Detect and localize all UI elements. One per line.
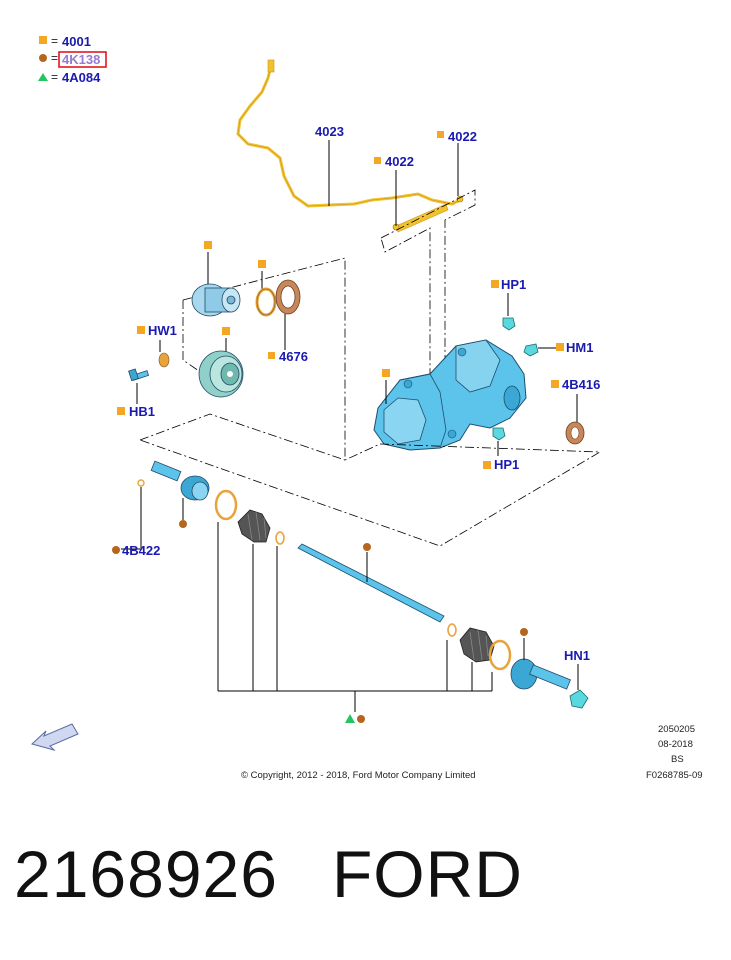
- square-marker: [382, 369, 390, 377]
- legend-code-4001: 4001: [62, 34, 91, 49]
- legend-eq: =: [51, 70, 58, 84]
- legend-eq: =: [51, 34, 58, 48]
- frame-left: [182, 257, 381, 461]
- direction-arrow-icon: [31, 723, 79, 751]
- square-marker: [551, 380, 559, 388]
- small-clamp: [275, 531, 285, 545]
- wiring-harness: [236, 59, 464, 233]
- small-clamp-2: [447, 623, 457, 637]
- square-marker: [268, 352, 275, 359]
- square-marker: [437, 131, 444, 138]
- circle-marker: [179, 520, 187, 528]
- differential-housing: [373, 339, 527, 451]
- square-marker: [258, 260, 266, 268]
- outer-boot: [459, 627, 495, 663]
- circle-marker: [112, 546, 120, 554]
- footer-code: 2050205: [658, 724, 695, 735]
- inner-boot: [237, 509, 271, 543]
- seal-4676: [275, 279, 301, 315]
- circle-marker: [520, 628, 528, 636]
- label-hp1-bottom: HP1: [494, 457, 519, 472]
- caption: 2168926 FORD: [14, 836, 523, 912]
- boot-clamp-2: [488, 639, 512, 671]
- label-4023: 4023: [315, 124, 344, 139]
- footer-region: BS: [671, 754, 684, 765]
- plug-hm1: [523, 343, 539, 357]
- square-marker: [483, 461, 491, 469]
- square-marker: [374, 157, 381, 164]
- part-number: 2168926: [14, 837, 278, 911]
- square-marker: [137, 326, 145, 334]
- boot-clamp: [214, 489, 238, 521]
- footer-date: 08-2018: [658, 739, 693, 750]
- legend-circle-marker: [39, 54, 47, 62]
- plug-hp1-top: [502, 317, 516, 331]
- circle-marker: [363, 543, 371, 551]
- plug-hp1-bottom: [492, 427, 506, 441]
- legend-square-marker: [39, 36, 47, 44]
- label-hb1: HB1: [129, 404, 155, 419]
- clip-4b422: [137, 479, 145, 487]
- square-marker: [117, 407, 125, 415]
- nut-hn1: [569, 689, 589, 709]
- square-marker: [556, 343, 564, 351]
- companion-flange: [191, 283, 241, 317]
- washer-hw1: [158, 352, 170, 368]
- axle-shaft: [297, 543, 445, 623]
- square-marker: [222, 327, 230, 335]
- label-4b422: 4B422: [122, 543, 160, 558]
- square-marker: [491, 280, 499, 288]
- frame-lower: [139, 413, 602, 547]
- output-hub: [198, 350, 244, 398]
- label-hw1: HW1: [148, 323, 177, 338]
- label-hm1: HM1: [566, 340, 593, 355]
- legend: = 4001 = 4K138 = 4A084: [38, 34, 107, 85]
- label-4676: 4676: [279, 349, 308, 364]
- label-4022b: 4022: [448, 129, 477, 144]
- brand-name: FORD: [331, 837, 523, 911]
- legend-highlight-box: [58, 51, 107, 68]
- copyright-text: © Copyright, 2012 - 2018, Ford Motor Com…: [241, 770, 476, 781]
- inner-cv-joint: [150, 460, 210, 501]
- label-hn1: HN1: [564, 648, 590, 663]
- square-marker: [204, 241, 212, 249]
- legend-code-4a084: 4A084: [62, 70, 101, 85]
- legend-code-4k138: 4K138: [62, 52, 100, 67]
- label-4022a: 4022: [385, 154, 414, 169]
- label-4b416: 4B416: [562, 377, 600, 392]
- footer-ref: F0268785-09: [646, 770, 703, 781]
- bolt-hb1: [128, 368, 150, 382]
- label-hp1-top: HP1: [501, 277, 526, 292]
- legend-eq: =: [51, 51, 58, 65]
- bottom-leader-bracket: [217, 522, 493, 723]
- legend-triangle-marker: [38, 73, 48, 81]
- outer-cv-joint: [510, 658, 571, 690]
